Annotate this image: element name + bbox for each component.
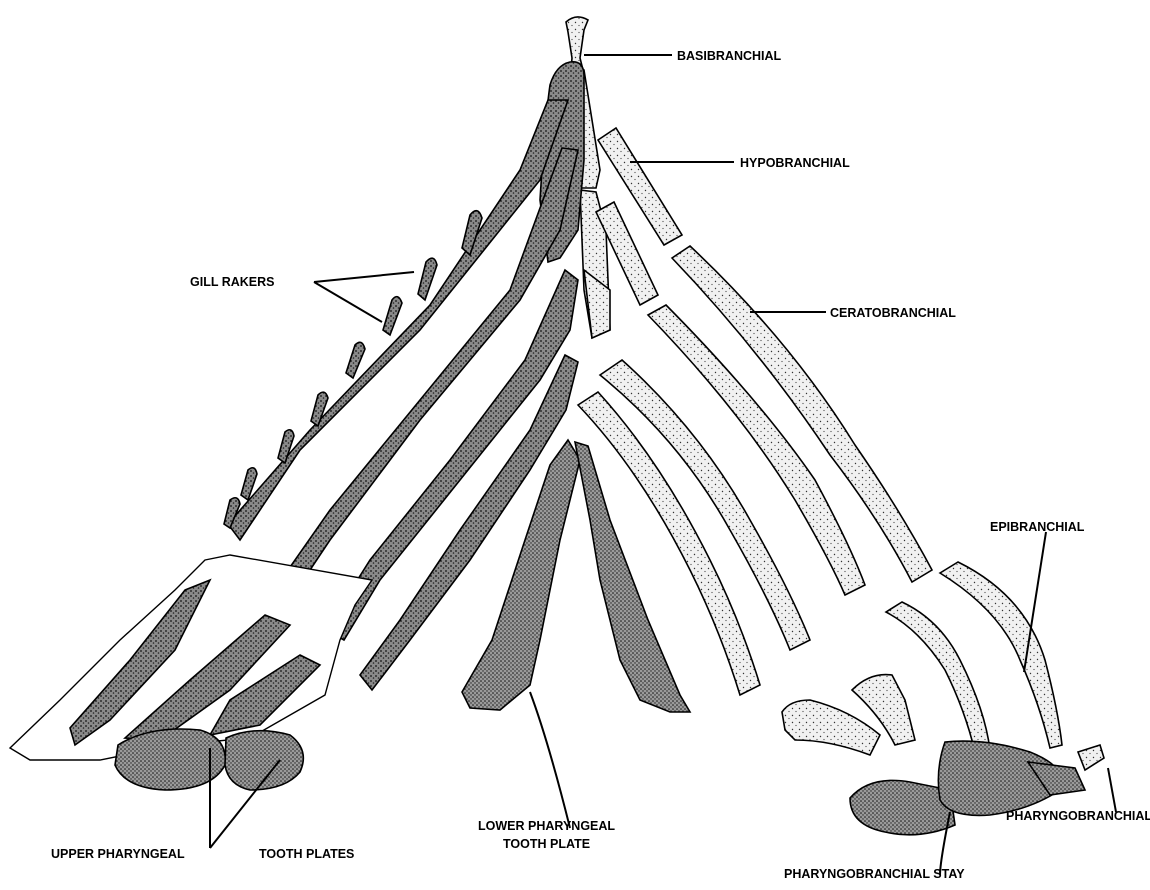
- label-pharyngobranchial: PHARYNGOBRANCHIAL: [1006, 809, 1150, 823]
- epibranchials: [782, 562, 1062, 755]
- upper-tooth-plate-1: [115, 729, 225, 790]
- label-ceratobranchial: CERATOBRANCHIAL: [830, 306, 956, 320]
- upper-pharyngeal-region: [10, 555, 372, 790]
- hypobranchials: [596, 128, 682, 305]
- label-gill-rakers: GILL RAKERS: [190, 275, 275, 289]
- label-pharyngobranchial-stay: PHARYNGOBRANCHIAL STAY: [784, 867, 965, 881]
- label-upper-pharyngeal: UPPER PHARYNGEAL: [51, 847, 185, 861]
- label-hypobranchial: HYPOBRANCHIAL: [740, 156, 850, 170]
- label-basibranchial: BASIBRANCHIAL: [677, 49, 782, 63]
- label-lower-pharyngeal-line2: TOOTH PLATE: [503, 837, 590, 851]
- label-lower-pharyngeal-line1: LOWER PHARYNGEAL: [478, 819, 615, 833]
- label-upper-pharyngeal-tooth-plates: TOOTH PLATES: [259, 847, 354, 861]
- label-epibranchial: EPIBRANCHIAL: [990, 520, 1085, 534]
